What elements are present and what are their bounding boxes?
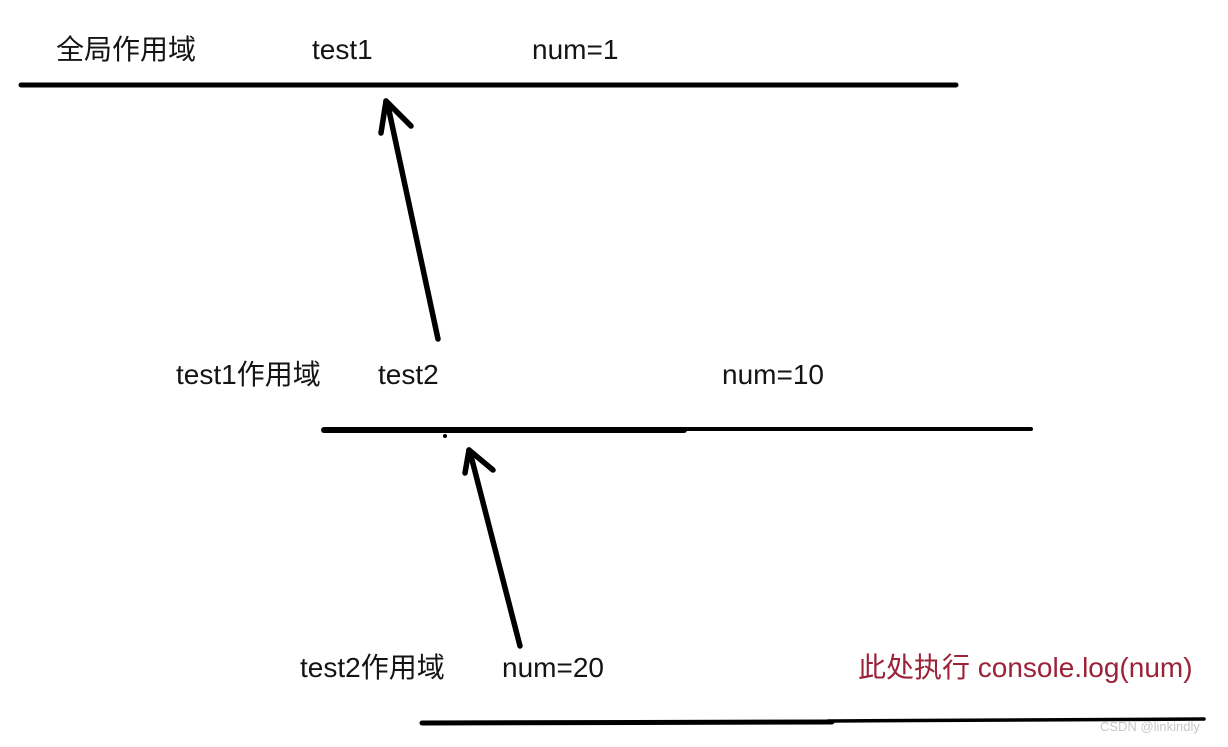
test1-scope-variable: num=10	[722, 359, 824, 390]
global-scope-function-call: test1	[312, 34, 373, 65]
test1-scope-function-call: test2	[378, 359, 439, 390]
global-scope-variable: num=1	[532, 34, 619, 65]
scope-lookup-arrow-test2-to-test1	[462, 447, 523, 649]
test2-scope-variable: num=20	[502, 652, 604, 683]
test2-scope-line-left	[419, 719, 835, 726]
arrow-shaft	[467, 449, 523, 649]
test2-scope-label: test2作用域	[300, 652, 445, 683]
execution-annotation: 此处执行 console.log(num)	[858, 652, 1193, 683]
arrow-barb-right	[383, 98, 414, 129]
arrow-barb-left	[462, 447, 472, 476]
test1-scope-label: test1作用域	[176, 359, 321, 390]
csdn-watermark: CSDN @linkindly	[1100, 719, 1200, 734]
arrow-shaft	[385, 103, 441, 342]
scope-lookup-arrow-test1-to-global	[378, 98, 441, 342]
arrow-barb-left	[378, 98, 389, 136]
test2-scope-line-right	[826, 717, 1206, 723]
stray-dot	[443, 434, 447, 438]
global-scope-label: 全局作用域	[56, 34, 197, 65]
arrow-barb-right	[466, 447, 496, 473]
